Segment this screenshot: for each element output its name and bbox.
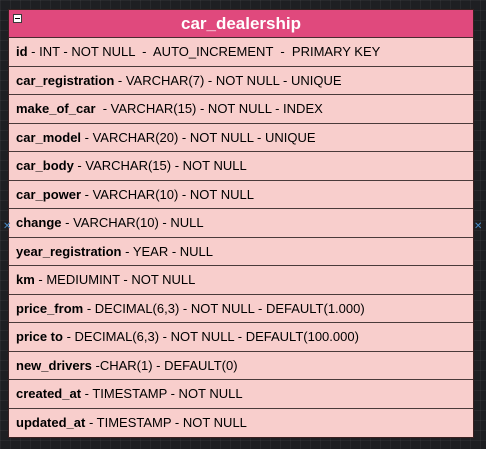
field-definition: - TIMESTAMP - NOT NULL bbox=[85, 415, 247, 431]
field-row[interactable]: updated_at - TIMESTAMP - NOT NULL bbox=[9, 409, 473, 438]
table-title: car_dealership bbox=[180, 14, 301, 33]
field-name: change bbox=[16, 215, 62, 231]
field-definition: - VARCHAR(10) - NULL bbox=[61, 215, 204, 231]
field-name: car_power bbox=[16, 186, 82, 202]
field-name: created_at bbox=[16, 386, 82, 402]
field-row[interactable]: change - VARCHAR(10) - NULL bbox=[9, 209, 473, 238]
field-definition: - YEAR - NULL bbox=[121, 243, 214, 259]
collapse-toggle-icon[interactable] bbox=[13, 14, 22, 23]
field-definition: - VARCHAR(7) - NOT NULL - UNIQUE bbox=[114, 72, 342, 88]
table-header[interactable]: car_dealership bbox=[9, 10, 473, 38]
right-connector-icon[interactable]: ✕ bbox=[474, 221, 483, 232]
field-row[interactable]: year_registration - YEAR - NULL bbox=[9, 238, 473, 266]
field-definition: - TIMESTAMP - NOT NULL bbox=[81, 386, 243, 402]
field-row[interactable]: car_model - VARCHAR(20) - NOT NULL - UNI… bbox=[9, 124, 473, 152]
field-row[interactable]: car_registration - VARCHAR(7) - NOT NULL… bbox=[9, 67, 473, 95]
field-name: km bbox=[16, 272, 35, 288]
field-definition: - VARCHAR(15) - NOT NULL - INDEX bbox=[95, 101, 323, 117]
left-connector-icon[interactable]: ✕ bbox=[3, 221, 12, 232]
field-row[interactable]: make_of_car - VARCHAR(15) - NOT NULL - I… bbox=[9, 95, 473, 124]
field-name: new_drivers bbox=[16, 357, 92, 373]
field-name: car_registration bbox=[16, 72, 115, 88]
field-row[interactable]: car_power - VARCHAR(10) - NOT NULL bbox=[9, 181, 473, 209]
field-name: car_model bbox=[16, 129, 82, 145]
field-definition: - VARCHAR(15) - NOT NULL bbox=[73, 158, 247, 174]
field-name: year_registration bbox=[16, 243, 122, 259]
field-list: id - INT - NOT NULL - AUTO_INCREMENT - P… bbox=[9, 38, 473, 437]
field-definition: - MEDIUMINT - NOT NULL bbox=[34, 272, 196, 288]
field-definition: -CHAR(1) - DEFAULT(0) bbox=[91, 357, 238, 373]
field-name: price_from bbox=[16, 300, 84, 316]
field-definition: - VARCHAR(10) - NOT NULL bbox=[81, 186, 254, 202]
table-entity-car-dealership[interactable]: car_dealership id - INT - NOT NULL - AUT… bbox=[8, 9, 474, 438]
field-row[interactable]: car_body - VARCHAR(15) - NOT NULL bbox=[9, 152, 473, 181]
field-name: car_body bbox=[16, 158, 74, 174]
field-row[interactable]: km - MEDIUMINT - NOT NULL bbox=[9, 266, 473, 295]
field-name: id bbox=[16, 44, 28, 60]
field-row[interactable]: price to - DECIMAL(6,3) - NOT NULL - DEF… bbox=[9, 323, 473, 352]
field-name: price to bbox=[16, 329, 63, 345]
field-row[interactable]: created_at - TIMESTAMP - NOT NULL bbox=[9, 380, 473, 409]
field-definition: - VARCHAR(20) - NOT NULL - UNIQUE bbox=[81, 129, 316, 145]
field-definition: - DECIMAL(6,3) - NOT NULL - DEFAULT(100.… bbox=[62, 329, 359, 345]
field-row[interactable]: id - INT - NOT NULL - AUTO_INCREMENT - P… bbox=[9, 38, 473, 67]
field-row[interactable]: new_drivers -CHAR(1) - DEFAULT(0) bbox=[9, 352, 473, 380]
field-definition: - INT - NOT NULL - AUTO_INCREMENT - PRIM… bbox=[27, 44, 381, 60]
field-row[interactable]: price_from - DECIMAL(6,3) - NOT NULL - D… bbox=[9, 295, 473, 323]
field-name: updated_at bbox=[16, 415, 86, 431]
field-name: make_of_car bbox=[16, 101, 96, 117]
field-definition: - DECIMAL(6,3) - NOT NULL - DEFAULT(1.00… bbox=[83, 300, 365, 316]
